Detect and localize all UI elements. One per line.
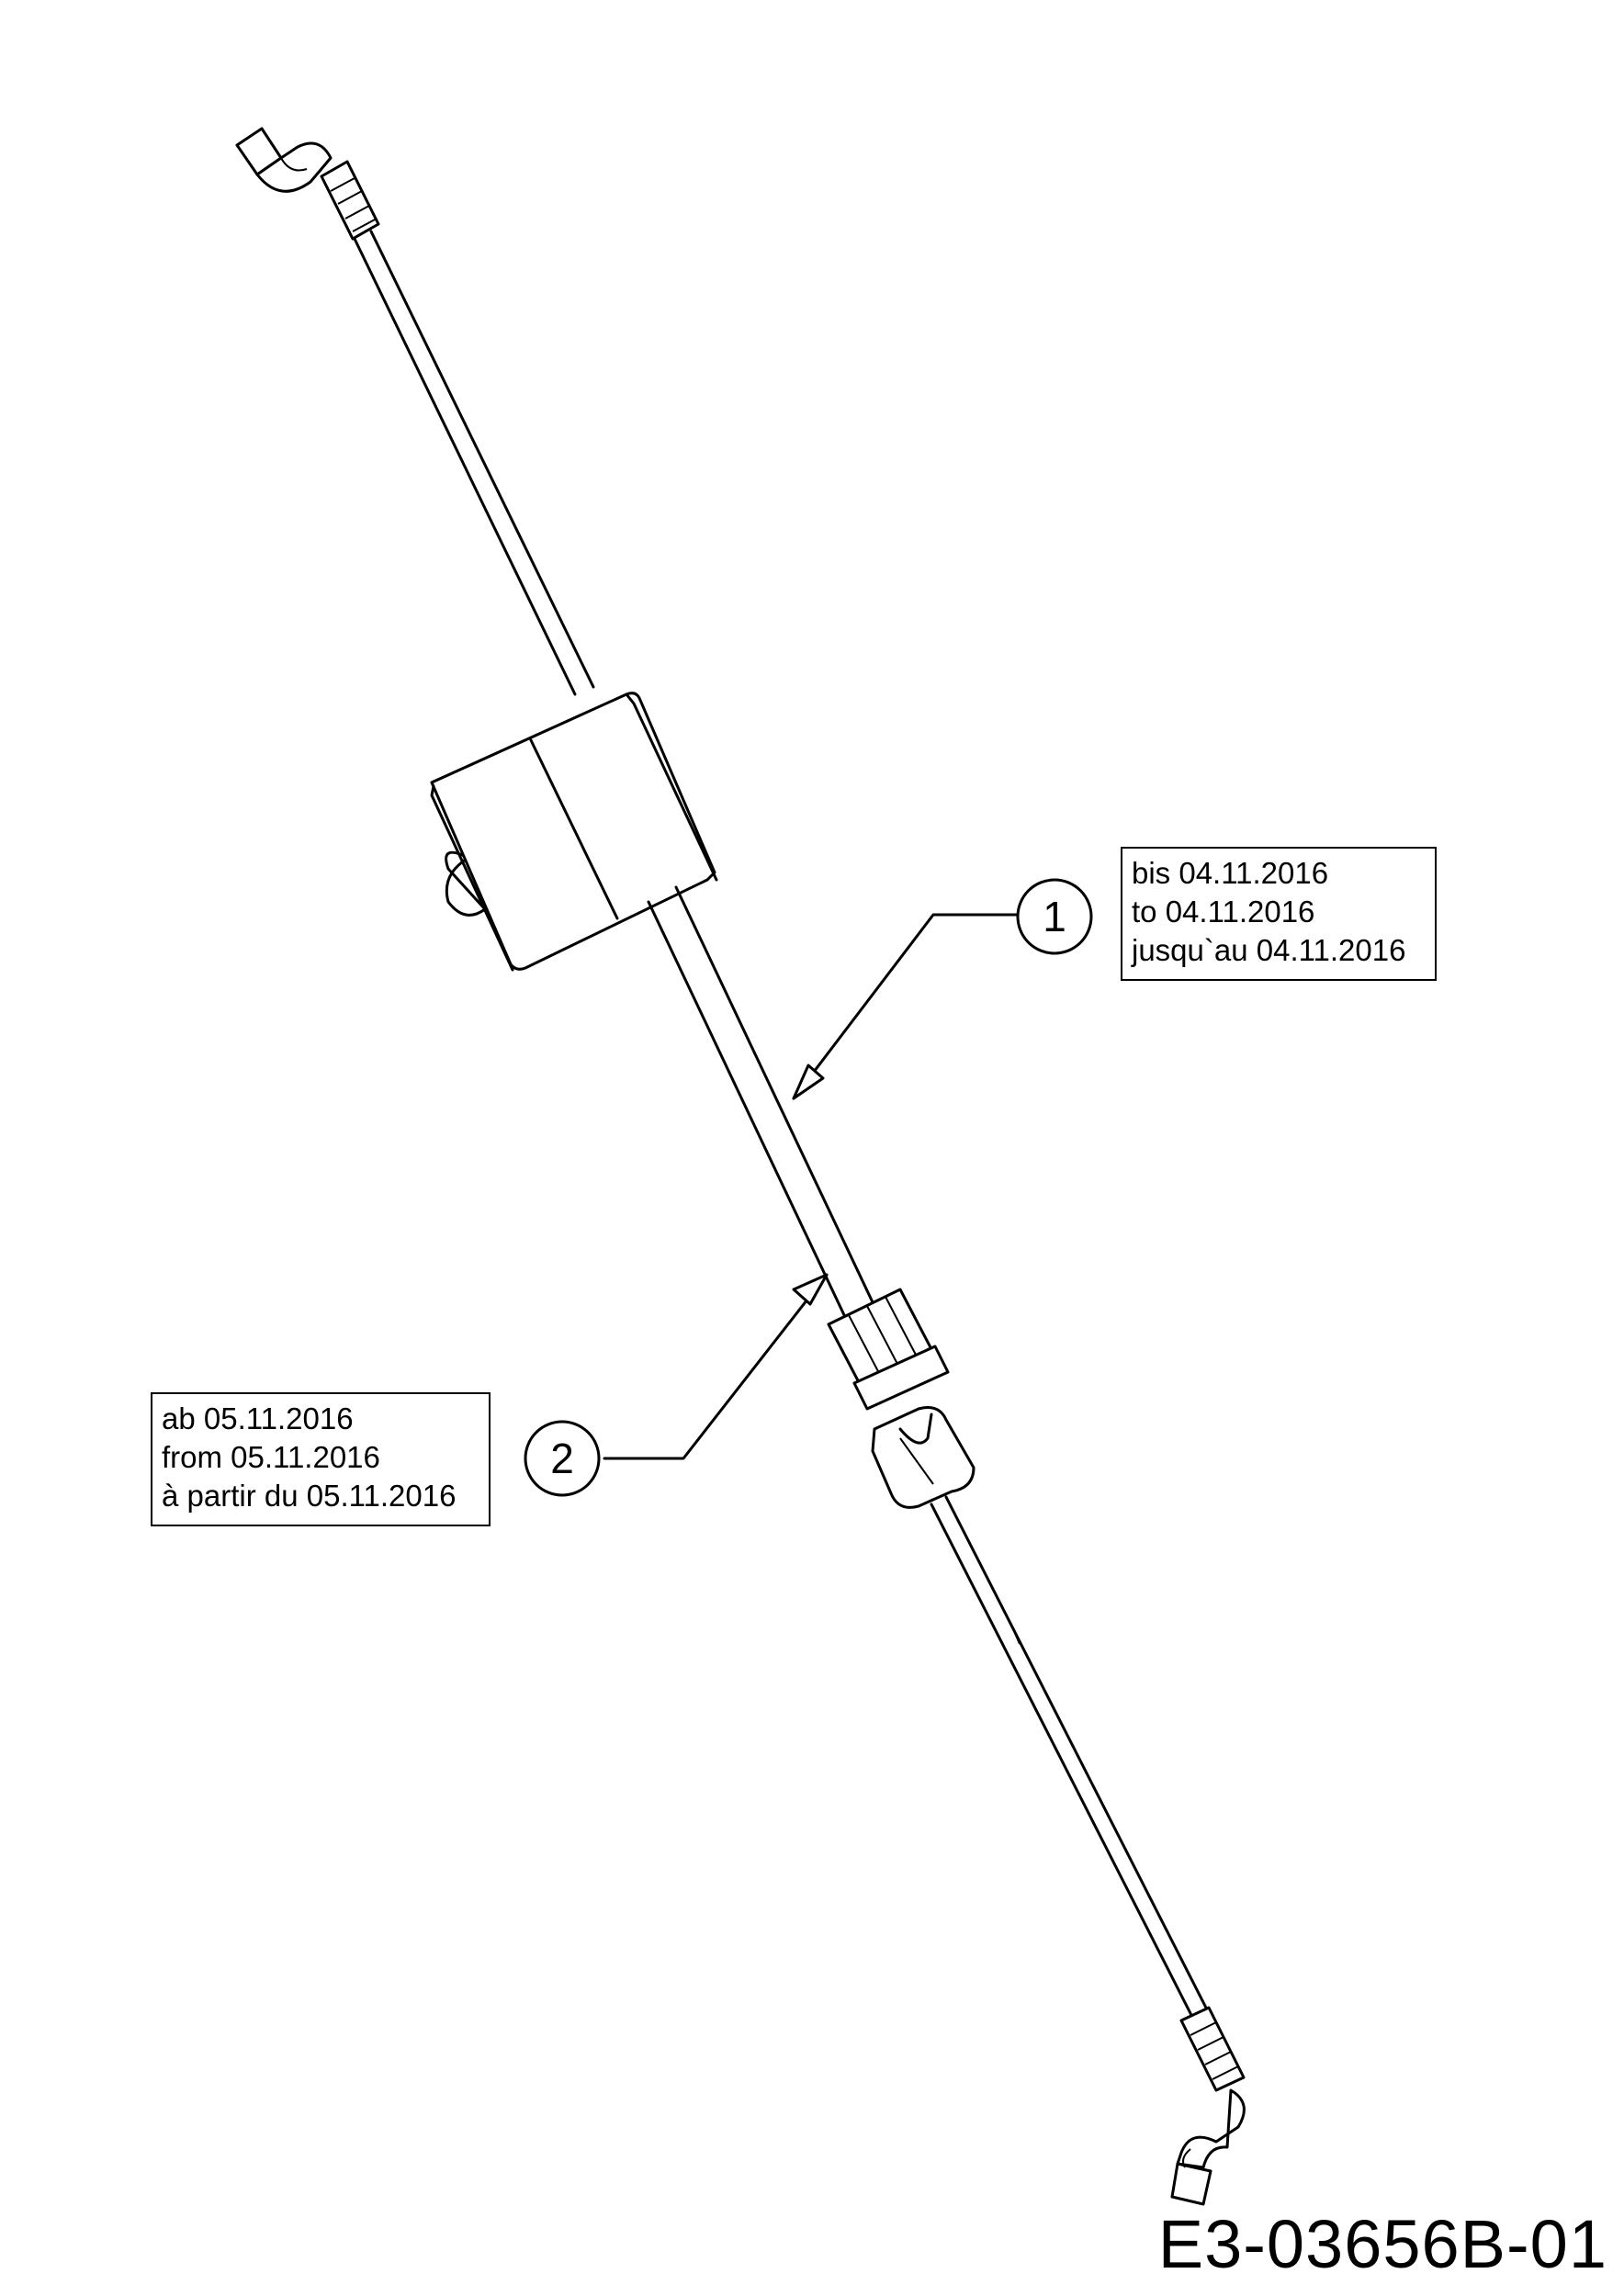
callout-2-line-fr: à partir du 05.11.2016 (162, 1479, 457, 1513)
callout-2-leader (603, 1273, 829, 1460)
callout-1-line-en: to 04.11.2016 (1132, 895, 1315, 929)
callout-1-number: 1 (1043, 893, 1066, 940)
callout-2-line-en: from 05.11.2016 (162, 1440, 380, 1474)
cable-clip-housing (430, 692, 718, 972)
callout-1-leader (792, 913, 1020, 1100)
callout-2-date-box: ab 05.11.2016 from 05.11.2016 à partir d… (151, 1392, 491, 1526)
upper-z-hook (235, 127, 333, 193)
lower-wire (930, 1495, 1212, 2026)
middle-sheath (647, 885, 874, 1319)
callout-1-marker: 1 (1016, 878, 1093, 955)
upper-ferrule (320, 160, 380, 241)
drawing-code: E3-03656B-01 (1157, 2206, 1607, 2282)
callout-2-marker: 2 (524, 1420, 601, 1497)
adjuster-barrel (827, 1288, 950, 1411)
callout-2-number: 2 (550, 1435, 574, 1482)
callout-1-line-fr: jusqu`au 04.11.2016 (1132, 933, 1406, 967)
lower-z-hook (1170, 2088, 1246, 2206)
callout-2-line-de: ab 05.11.2016 (162, 1401, 354, 1435)
callout-1-line-de: bis 04.11.2016 (1132, 856, 1329, 890)
lower-ferrule (1179, 2006, 1246, 2092)
callout-1-date-box: bis 04.11.2016 to 04.11.2016 jusqu`au 04… (1121, 847, 1437, 981)
upper-wire (353, 230, 595, 696)
fork-clip (871, 1406, 976, 1509)
